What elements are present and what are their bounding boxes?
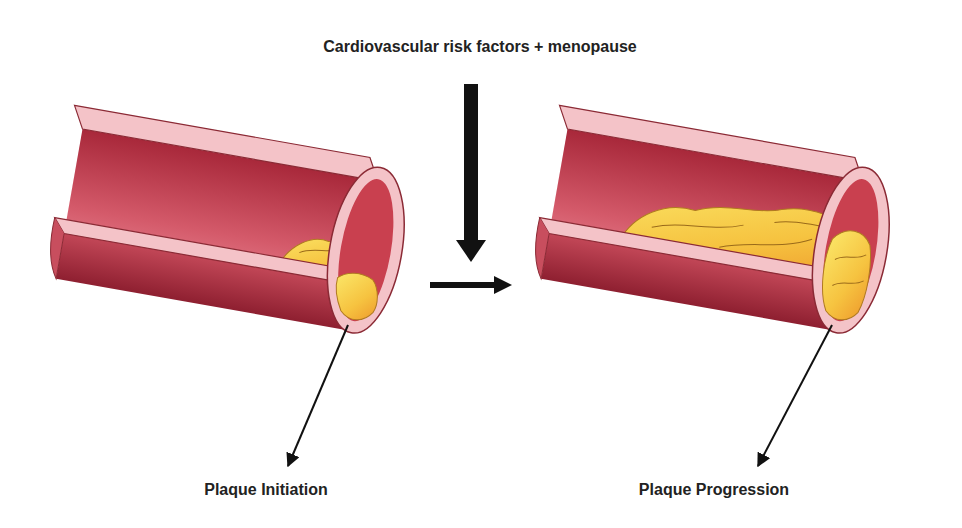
- stage-label: Plaque Progression: [639, 481, 789, 499]
- cause-label: Cardiovascular risk factors + menopause: [323, 38, 636, 56]
- right-arrow: [430, 276, 512, 294]
- down-arrow: [456, 84, 486, 262]
- leader-arrow: [288, 325, 348, 466]
- stage-label: Plaque Initiation: [204, 481, 328, 499]
- leader-arrow: [758, 325, 832, 466]
- artery-initiation: [44, 105, 418, 339]
- artery-progression: [529, 105, 903, 339]
